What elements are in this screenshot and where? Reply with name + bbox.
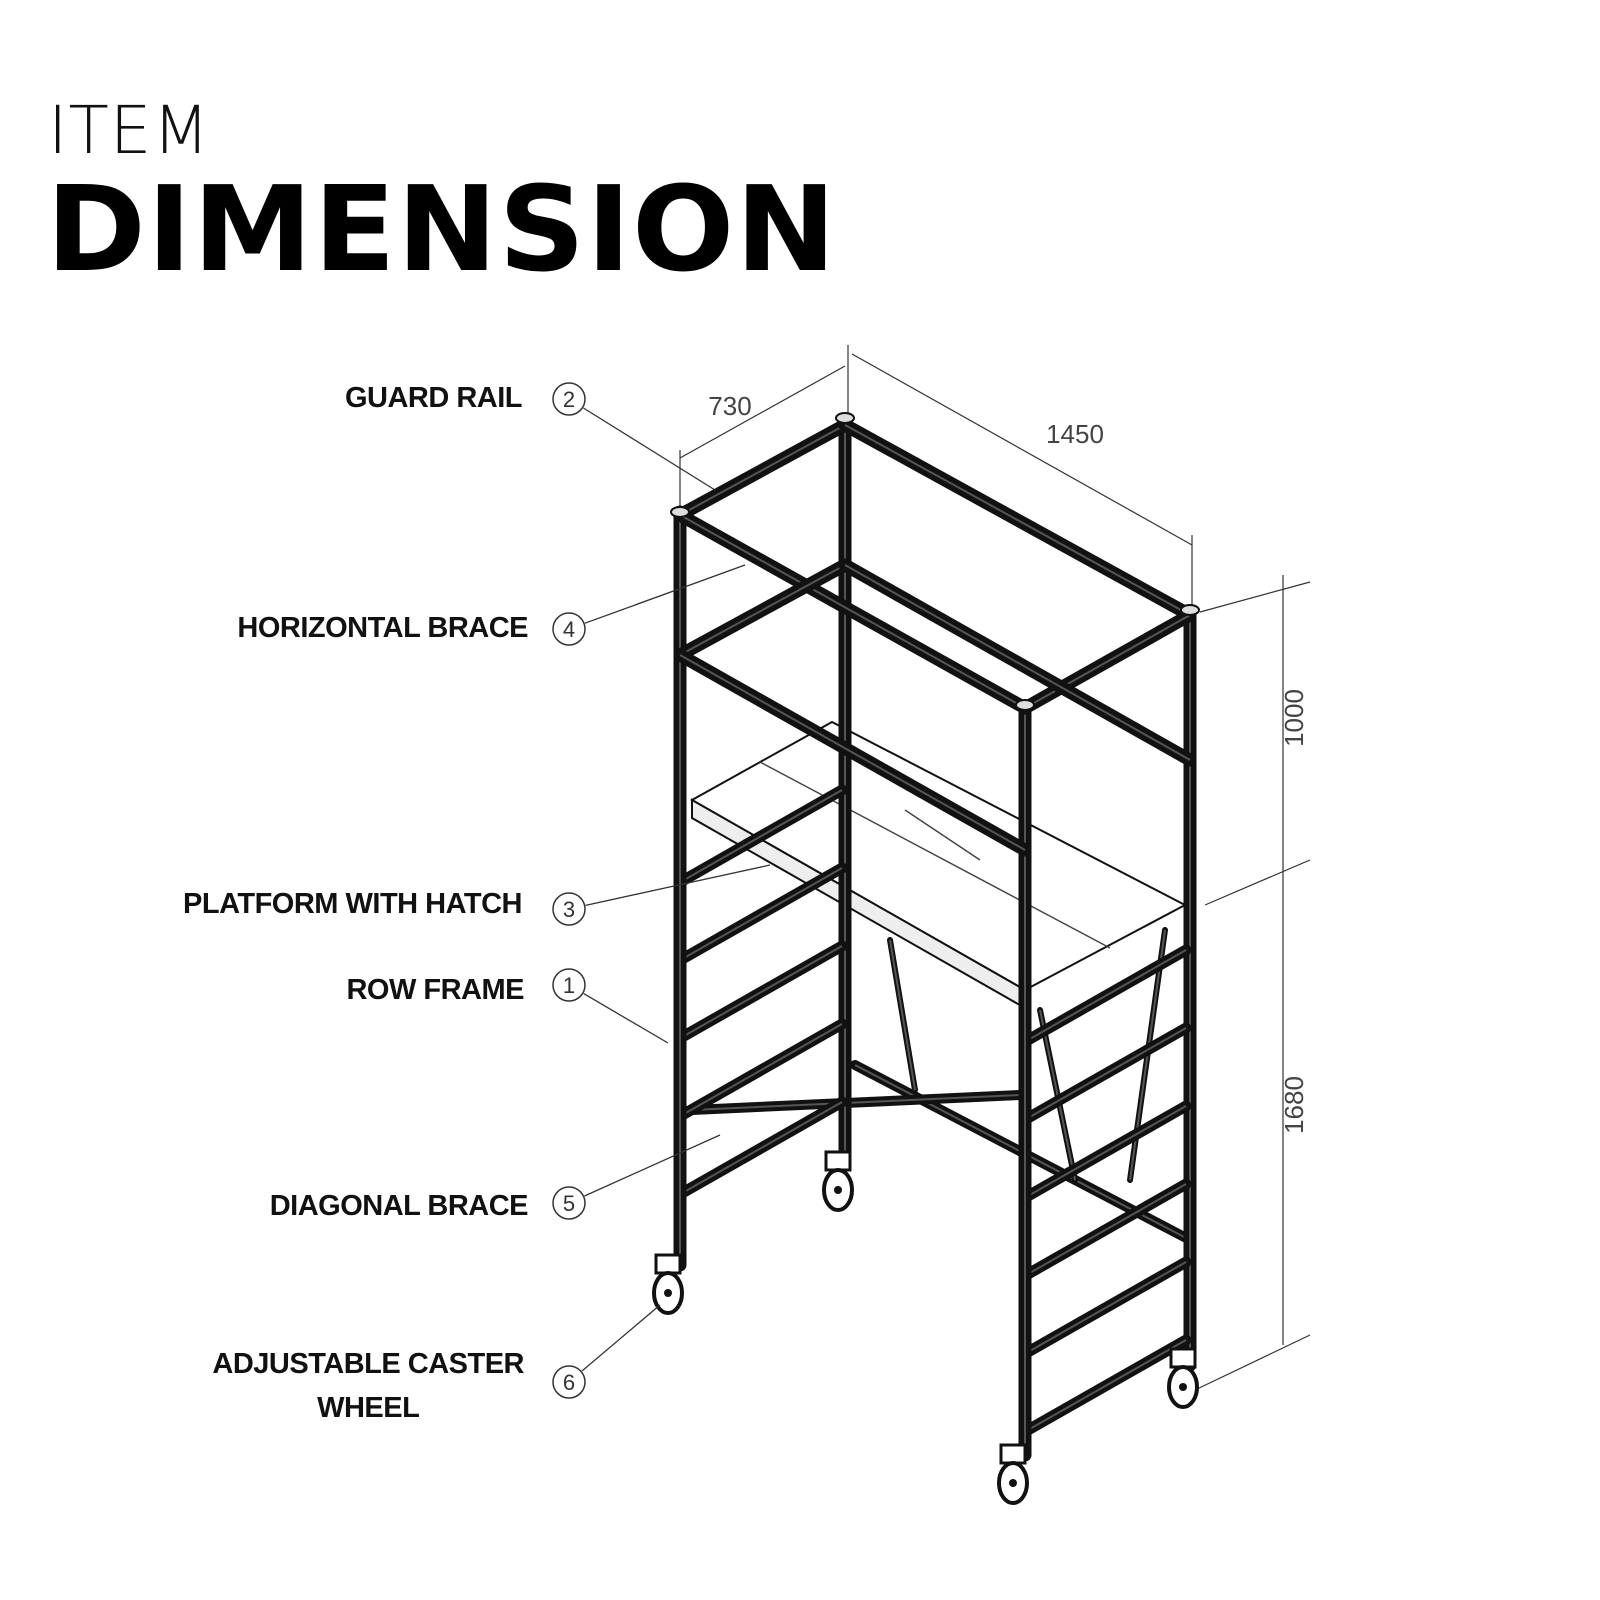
leader-line (583, 407, 716, 491)
caster-hub (1179, 1383, 1187, 1391)
dim-length-value: 1450 (1046, 419, 1104, 449)
label-guard-rail: GUARD RAIL (344, 382, 523, 414)
callouts: 2 4 3 1 5 6 (552, 382, 771, 1399)
post-cap (670, 506, 690, 518)
title-item: ITEM (48, 92, 211, 169)
row-frame-rung-left-highlight (683, 789, 843, 881)
guard-rail-top-right-highlight (1024, 614, 1191, 709)
caster-hub (664, 1289, 672, 1297)
dimension-lines (679, 345, 1311, 1391)
dim-platform-height-value: 1680 (1279, 1076, 1309, 1134)
callout-circle (552, 892, 586, 926)
label-caster-line1: ADJUSTABLE CASTER (212, 1348, 524, 1380)
row-frame-rung-left-highlight (683, 867, 843, 959)
caster-hub (834, 1186, 842, 1194)
platform-hatch-seam (759, 761, 1111, 949)
callout-number: 3 (563, 897, 575, 922)
guard-rail-top-front-highlight (679, 514, 1026, 709)
dim-line-length (851, 353, 1193, 546)
platform-hatch-seam (904, 809, 981, 861)
row-frame-rung-right-highlight (1027, 1027, 1187, 1119)
callout-4: 4 (552, 564, 746, 646)
callout-6: 6 (552, 1304, 661, 1399)
callout-number: 4 (563, 617, 575, 642)
diagonal-brace-highlight (691, 1094, 1021, 1111)
row-frame-rung-right-highlight (1027, 1339, 1187, 1431)
caster-mount (824, 1150, 852, 1172)
row-frame-rung-left-highlight (683, 945, 843, 1037)
callout-circle (552, 1365, 586, 1399)
horizontal-brace-back-highlight (844, 564, 1191, 761)
post-cap (1180, 604, 1200, 616)
row-frame-rung-right-highlight (1027, 1105, 1187, 1197)
leader-line (585, 864, 771, 906)
label-adjustable-caster-wheel: ADJUSTABLE CASTER WHEEL (212, 1342, 524, 1430)
row-frame-rung-left-highlight (683, 1101, 843, 1193)
title-dimension: DIMENSION (46, 160, 838, 298)
row-frame-rung-right-highlight (1027, 949, 1187, 1041)
dim-line-width (679, 365, 846, 459)
row-frame-rung-right-highlight (1027, 1183, 1187, 1275)
platform-support-highlight (889, 939, 916, 1091)
guard-rail-top-left-highlight (679, 424, 846, 516)
callout-circle (552, 612, 586, 646)
caster-hub (1009, 1479, 1017, 1487)
callout-number: 6 (563, 1370, 575, 1395)
horizontal-brace-front-highlight (679, 654, 1026, 851)
dim-guard-height-value: 1000 (1279, 689, 1309, 747)
caster-mount (1169, 1347, 1197, 1369)
callout-3: 3 (552, 864, 771, 926)
callout-1: 1 (552, 968, 669, 1044)
callout-number: 1 (563, 973, 575, 998)
label-platform-with-hatch: PLATFORM WITH HATCH (183, 888, 522, 920)
dim-width-value: 730 (708, 391, 751, 421)
callout-circle (552, 968, 586, 1002)
scaffold-frame (652, 412, 1200, 1505)
leader-line (584, 564, 746, 624)
callout-2: 2 (552, 382, 716, 491)
label-horizontal-brace: HORIZONTAL BRACE (237, 612, 528, 644)
label-diagonal-brace: DIAGONAL BRACE (269, 1190, 529, 1222)
callout-circle (552, 382, 586, 416)
leader-line (581, 1304, 661, 1372)
horizontal-brace-left-highlight (679, 564, 846, 656)
label-row-frame: ROW FRAME (346, 974, 524, 1006)
row-frame-rung-right-highlight (1027, 1261, 1187, 1353)
callout-number: 5 (563, 1191, 575, 1216)
label-caster-line2: WHEEL (317, 1392, 420, 1424)
callout-5: 5 (552, 1134, 721, 1220)
guard-rail-top-back-highlight (844, 424, 1191, 616)
row-frame-rung-left-highlight (683, 1023, 843, 1115)
callout-number: 2 (563, 387, 575, 412)
leader-line (583, 993, 669, 1044)
caster-mount (999, 1443, 1027, 1465)
post-cap (835, 412, 855, 424)
caster-mount (654, 1253, 682, 1275)
leader-line (584, 1134, 721, 1197)
callout-circle (552, 1186, 586, 1220)
post-cap (1015, 699, 1035, 711)
